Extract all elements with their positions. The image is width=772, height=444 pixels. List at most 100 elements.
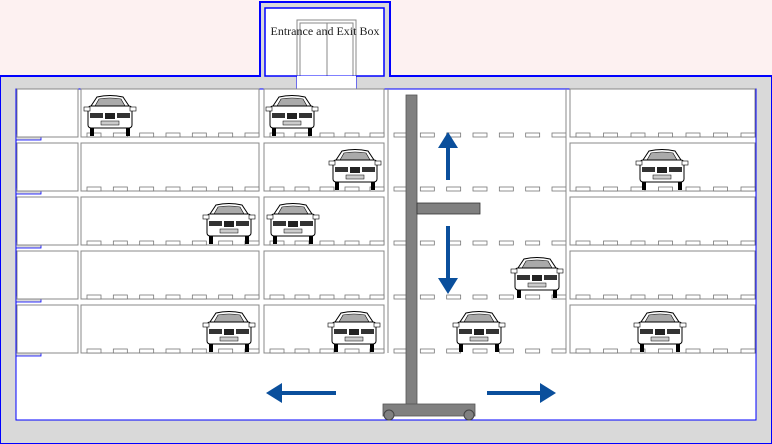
floor-pad bbox=[446, 186, 462, 192]
floor-pad bbox=[630, 348, 646, 354]
car-plate bbox=[345, 174, 365, 180]
floor-pad bbox=[603, 348, 618, 354]
car-mirror bbox=[374, 160, 382, 166]
floor-pad bbox=[419, 294, 435, 300]
car-mirror bbox=[679, 322, 687, 328]
floor-pad bbox=[294, 186, 310, 192]
car-tire bbox=[272, 128, 276, 136]
car-tire bbox=[371, 182, 375, 190]
car-plate bbox=[282, 120, 302, 126]
floor-pad bbox=[603, 240, 618, 246]
car-plate bbox=[527, 282, 547, 288]
car-tire bbox=[370, 344, 374, 352]
car-mirror bbox=[312, 214, 320, 220]
car-headlight bbox=[459, 329, 472, 334]
floor-pad bbox=[658, 348, 673, 354]
car-tire bbox=[245, 236, 249, 244]
floor-pad bbox=[525, 348, 541, 354]
left-arrow-icon-head bbox=[266, 383, 282, 403]
wheel bbox=[463, 409, 475, 421]
parking-slot bbox=[569, 250, 756, 300]
floor-pad bbox=[191, 132, 207, 138]
car-tire bbox=[209, 344, 213, 352]
floor-pad bbox=[740, 348, 756, 354]
car-tire bbox=[553, 290, 557, 298]
car-tire bbox=[273, 236, 277, 244]
car-grille bbox=[657, 167, 667, 173]
car-headlight bbox=[669, 167, 682, 172]
floor-pad bbox=[344, 294, 360, 300]
car-headlight bbox=[209, 329, 222, 334]
car-tire bbox=[90, 128, 94, 136]
car-tire bbox=[640, 344, 644, 352]
floor-pad bbox=[740, 132, 756, 138]
floor-pad bbox=[498, 186, 514, 192]
car-tire bbox=[126, 128, 130, 136]
car-tire bbox=[308, 128, 312, 136]
floor-pad bbox=[165, 348, 181, 354]
floor-pad bbox=[603, 294, 618, 300]
floor-pad bbox=[498, 132, 514, 138]
floor-pad bbox=[269, 132, 285, 138]
car-tire bbox=[209, 236, 213, 244]
floor-pad bbox=[294, 132, 310, 138]
car-windshield bbox=[339, 151, 371, 161]
lift-fork bbox=[416, 202, 481, 215]
floor-pad bbox=[139, 240, 155, 246]
car-tire bbox=[517, 290, 521, 298]
car-headlight bbox=[335, 167, 348, 172]
floor-pad bbox=[86, 240, 102, 246]
lift-base bbox=[382, 403, 476, 417]
car-windshield bbox=[463, 313, 495, 323]
down-arrow-icon-head bbox=[438, 278, 458, 294]
car-headlight bbox=[642, 167, 655, 172]
floor-pad bbox=[294, 240, 310, 246]
floor-pad bbox=[551, 348, 567, 354]
parking-slot bbox=[569, 88, 756, 138]
car-windshield bbox=[213, 205, 245, 215]
floor-pad bbox=[713, 186, 728, 192]
floor-pad bbox=[446, 348, 462, 354]
car-mirror bbox=[681, 160, 689, 166]
floor-pad bbox=[630, 240, 646, 246]
floor-pad bbox=[369, 186, 385, 192]
car-grille bbox=[288, 221, 298, 227]
floor-pad bbox=[740, 186, 756, 192]
floor-pad bbox=[551, 186, 567, 192]
floor-pad bbox=[165, 294, 181, 300]
car-windshield bbox=[94, 97, 126, 107]
up-arrow-icon-head bbox=[438, 132, 458, 148]
car-headlight bbox=[544, 275, 557, 280]
floor-pad bbox=[218, 186, 234, 192]
floor-pad bbox=[575, 186, 591, 192]
floor-pad bbox=[112, 294, 128, 300]
car-icon bbox=[83, 95, 137, 136]
car-headlight bbox=[300, 221, 313, 226]
car-headlight bbox=[486, 329, 499, 334]
floor-pad bbox=[319, 348, 335, 354]
parking-slot bbox=[80, 250, 260, 300]
floor-pad bbox=[218, 348, 234, 354]
right-arrow-icon-head bbox=[540, 383, 556, 403]
floor-pad bbox=[419, 240, 435, 246]
floor-pad bbox=[244, 294, 260, 300]
car-grille bbox=[287, 113, 297, 119]
car-tire bbox=[309, 236, 313, 244]
floor-pad bbox=[369, 294, 385, 300]
car-windshield bbox=[338, 313, 370, 323]
car-mirror bbox=[202, 322, 210, 328]
car-headlight bbox=[640, 329, 653, 334]
floor-pad bbox=[269, 294, 285, 300]
floor-pad bbox=[165, 186, 181, 192]
car-mirror bbox=[452, 322, 460, 328]
floor-pad bbox=[525, 186, 541, 192]
car-mirror bbox=[83, 106, 91, 112]
floor-pad bbox=[139, 294, 155, 300]
floor-pad bbox=[713, 294, 728, 300]
floor-pad bbox=[294, 294, 310, 300]
car-icon bbox=[266, 203, 320, 244]
entrance-exit-box-label: Entrance and Exit Box bbox=[270, 24, 380, 38]
car-headlight bbox=[517, 275, 530, 280]
floor-pad bbox=[740, 240, 756, 246]
